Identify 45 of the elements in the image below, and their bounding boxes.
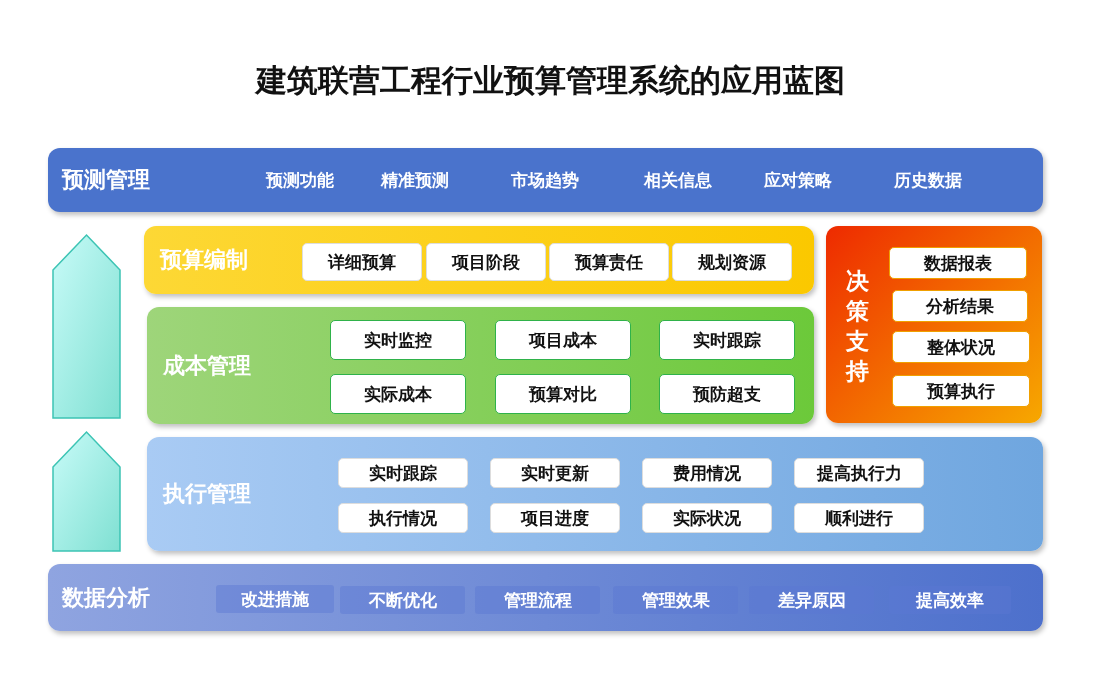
item-text: 精准预测 <box>381 168 449 192</box>
item-box: 实时监控 <box>330 320 466 360</box>
item-box: 顺利进行 <box>794 503 924 533</box>
item-box: 预算责任 <box>549 243 669 281</box>
band-heading: 预测管理 <box>62 165 150 194</box>
item-box: 提高执行力 <box>794 458 924 488</box>
item-box: 分析结果 <box>892 290 1028 322</box>
band-heading: 预算编制 <box>160 245 248 274</box>
item-box: 项目阶段 <box>426 243 546 281</box>
band-heading: 成本管理 <box>163 350 251 380</box>
item-box: 数据报表 <box>889 247 1027 279</box>
band-heading: 数据分析 <box>62 582 150 612</box>
band-panel <box>144 226 814 294</box>
item-box: 不断优化 <box>340 586 465 614</box>
item-box: 项目进度 <box>490 503 620 533</box>
item-box: 改进措施 <box>216 585 334 613</box>
band-panel <box>147 437 1043 551</box>
item-text: 市场趋势 <box>511 168 579 192</box>
item-box: 规划资源 <box>672 243 792 281</box>
item-box: 整体状况 <box>892 331 1030 363</box>
title: 建筑联营工程行业预算管理系统的应用蓝图 <box>253 61 846 100</box>
item-box: 管理流程 <box>475 586 600 614</box>
band-panel <box>147 307 814 424</box>
item-box: 执行情况 <box>338 503 468 533</box>
item-text: 应对策略 <box>764 168 832 192</box>
band-panel <box>48 148 1043 212</box>
item-box: 费用情况 <box>642 458 772 488</box>
item-text: 预测功能 <box>266 168 334 192</box>
item-box: 实时跟踪 <box>659 320 795 360</box>
item-box: 项目成本 <box>495 320 631 360</box>
item-box: 详细预算 <box>302 243 422 281</box>
band-heading: 执行管理 <box>163 479 251 508</box>
item-text: 历史数据 <box>894 168 962 192</box>
item-box: 实际成本 <box>330 374 466 414</box>
band-panel <box>826 226 1042 423</box>
band-heading: 决策支持 <box>845 266 870 386</box>
item-box: 预算对比 <box>495 374 631 414</box>
item-text: 相关信息 <box>644 168 712 192</box>
band-panel <box>48 564 1043 631</box>
item-box: 预防超支 <box>659 374 795 414</box>
item-box: 实际状况 <box>642 503 772 533</box>
item-box: 实时更新 <box>490 458 620 488</box>
item-box: 管理效果 <box>613 586 738 614</box>
item-box: 预算执行 <box>892 375 1030 407</box>
item-box: 实时跟踪 <box>338 458 468 488</box>
